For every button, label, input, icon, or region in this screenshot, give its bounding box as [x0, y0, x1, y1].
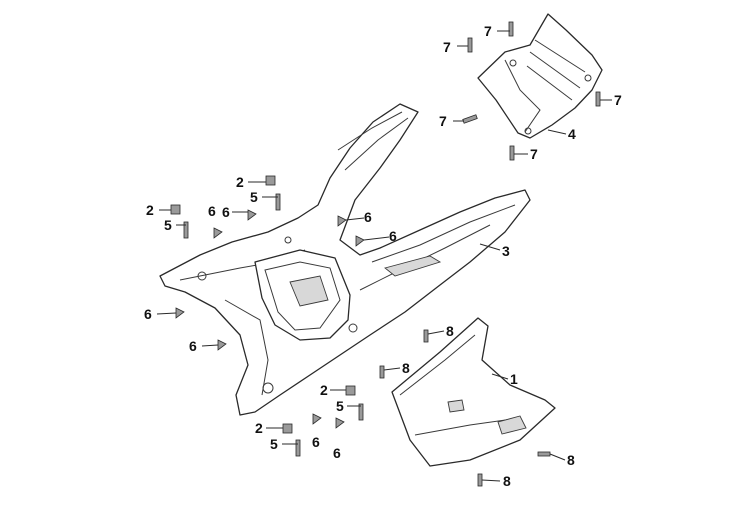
callout-part-1: 1 — [510, 371, 518, 387]
callout-part-6: 6 — [364, 209, 372, 225]
callout-part-5: 5 — [270, 436, 278, 452]
callout-part-8: 8 — [446, 323, 454, 339]
callout-part-2: 2 — [255, 420, 263, 436]
callout-part-6: 6 — [222, 204, 230, 220]
callout-part-5: 5 — [250, 189, 258, 205]
callout-part-3: 3 — [502, 243, 510, 259]
callout-part-5: 5 — [336, 398, 344, 414]
hardware-pieces — [170, 21, 601, 487]
callout-part-6: 6 — [208, 203, 216, 219]
leader-lines — [156, 30, 612, 482]
callout-part-5: 5 — [164, 217, 172, 233]
callout-part-7: 7 — [614, 92, 622, 108]
callout-part-4: 4 — [568, 126, 576, 142]
callout-part-6: 6 — [312, 434, 320, 450]
callout-part-8: 8 — [567, 452, 575, 468]
body-cover-part — [159, 103, 531, 416]
callout-part-6: 6 — [333, 445, 341, 461]
callout-part-6: 6 — [189, 338, 197, 354]
callout-part-8: 8 — [503, 473, 511, 489]
callout-part-6: 6 — [144, 306, 152, 322]
under-cover-part — [391, 317, 556, 467]
callout-part-7: 7 — [484, 23, 492, 39]
callout-part-7: 7 — [439, 113, 447, 129]
callout-part-6: 6 — [389, 228, 397, 244]
front-cover-part — [477, 13, 603, 139]
callout-part-2: 2 — [320, 382, 328, 398]
callout-part-2: 2 — [146, 202, 154, 218]
callout-part-7: 7 — [530, 146, 538, 162]
callout-part-2: 2 — [236, 174, 244, 190]
callout-part-8: 8 — [402, 360, 410, 376]
callout-labels: 4 3 1 2 2 2 2 5 5 5 5 6 6 6 6 6 6 6 6 7 … — [144, 23, 622, 489]
callout-part-7: 7 — [443, 39, 451, 55]
